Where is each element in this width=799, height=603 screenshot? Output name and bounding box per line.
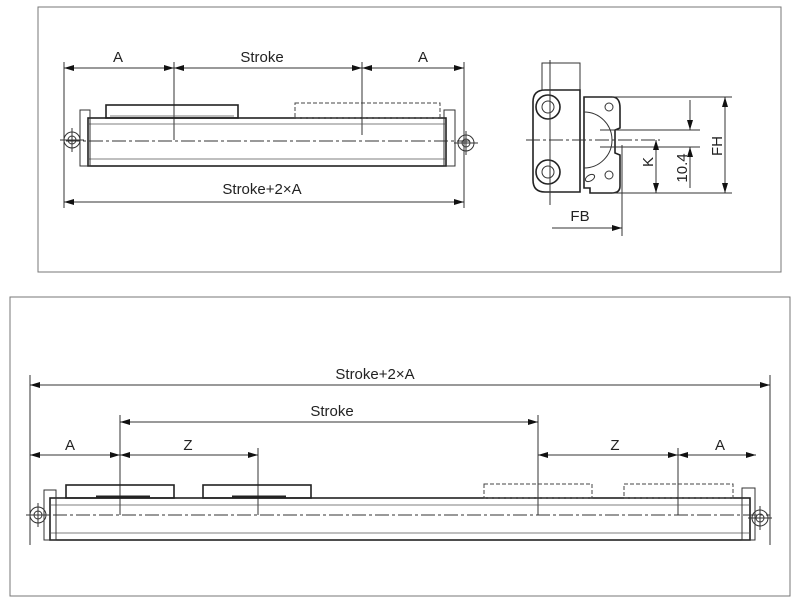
cylinder-body [87,117,447,167]
carriage [105,104,239,119]
cylinder-side-view [60,62,478,208]
cylinder-body [49,497,751,541]
dim-10-4-label: 10.4 [674,153,691,182]
dim-a-left-label: A [113,49,123,66]
end-cap-right [443,109,456,167]
top-panel: A Stroke A Stroke+2×A FH 10.4 [37,6,782,273]
dim-a-left-label: A [65,437,75,454]
dim-fh-label: FH [709,136,726,156]
carriage-1-end-position [483,483,593,499]
dim-stroke-label: Stroke [240,49,283,66]
dim-fb-label: FB [570,208,589,225]
mounting-icon-right [748,506,772,530]
bottom-panel: Stroke+2×A Stroke A Z Z A [9,296,791,597]
dim-a-right-label: A [418,49,428,66]
end-cap-right [741,487,756,541]
dim-z-right-label: Z [610,437,619,454]
carriage-end-position [294,102,441,119]
cylinder-end-view [526,60,732,236]
carriage-2-end-position [623,483,734,499]
top-panel-frame [37,6,782,273]
dim-stroke-label: Stroke [310,403,353,420]
mounting-icon-left [26,503,50,527]
dim-total-label: Stroke+2×A [222,181,301,198]
dim-z-left-label: Z [183,437,192,454]
dim-a-right-label: A [715,437,725,454]
dim-k-label: K [640,157,657,167]
mounting-icon-left [60,128,84,152]
mounting-icon-right [454,131,478,155]
dim-total-label: Stroke+2×A [335,366,414,383]
cylinder-side-view-double-carriage [26,375,772,545]
bottom-panel-frame [9,296,791,597]
